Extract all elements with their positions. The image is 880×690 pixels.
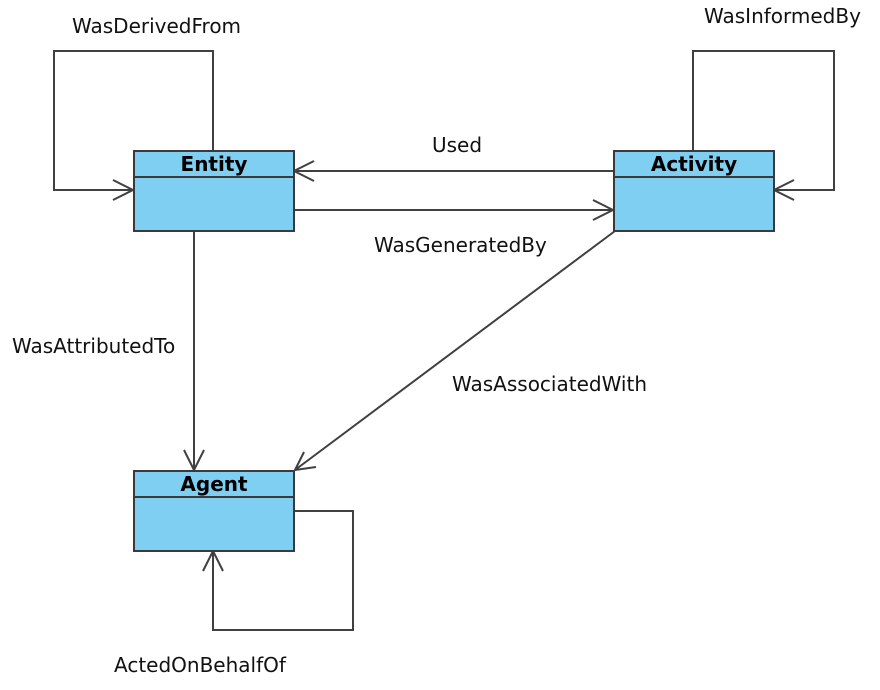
edge-was-associated-with[interactable] [293,230,616,472]
edge-was-generated-by[interactable] [294,199,616,221]
label-was-generated-by: WasGeneratedBy [374,233,547,257]
label-was-derived-from: WasDerivedFrom [72,14,241,38]
label-was-associated-with: WasAssociatedWith [452,372,647,396]
edge-used[interactable] [291,160,613,182]
class-activity[interactable]: Activity [613,150,775,232]
edge-was-attributed-to[interactable] [183,231,205,473]
label-was-informed-by: WasInformedBy [704,4,861,28]
label-was-attributed-to: WasAttributedTo [12,334,175,358]
class-entity-title: Entity [181,152,248,176]
label-acted-on-behalf-of: ActedOnBehalfOf [114,653,287,677]
class-activity-title: Activity [651,152,737,176]
class-agent[interactable]: Agent [133,470,295,552]
class-agent-title: Agent [180,472,248,496]
class-entity[interactable]: Entity [133,150,295,232]
label-used: Used [432,133,482,157]
